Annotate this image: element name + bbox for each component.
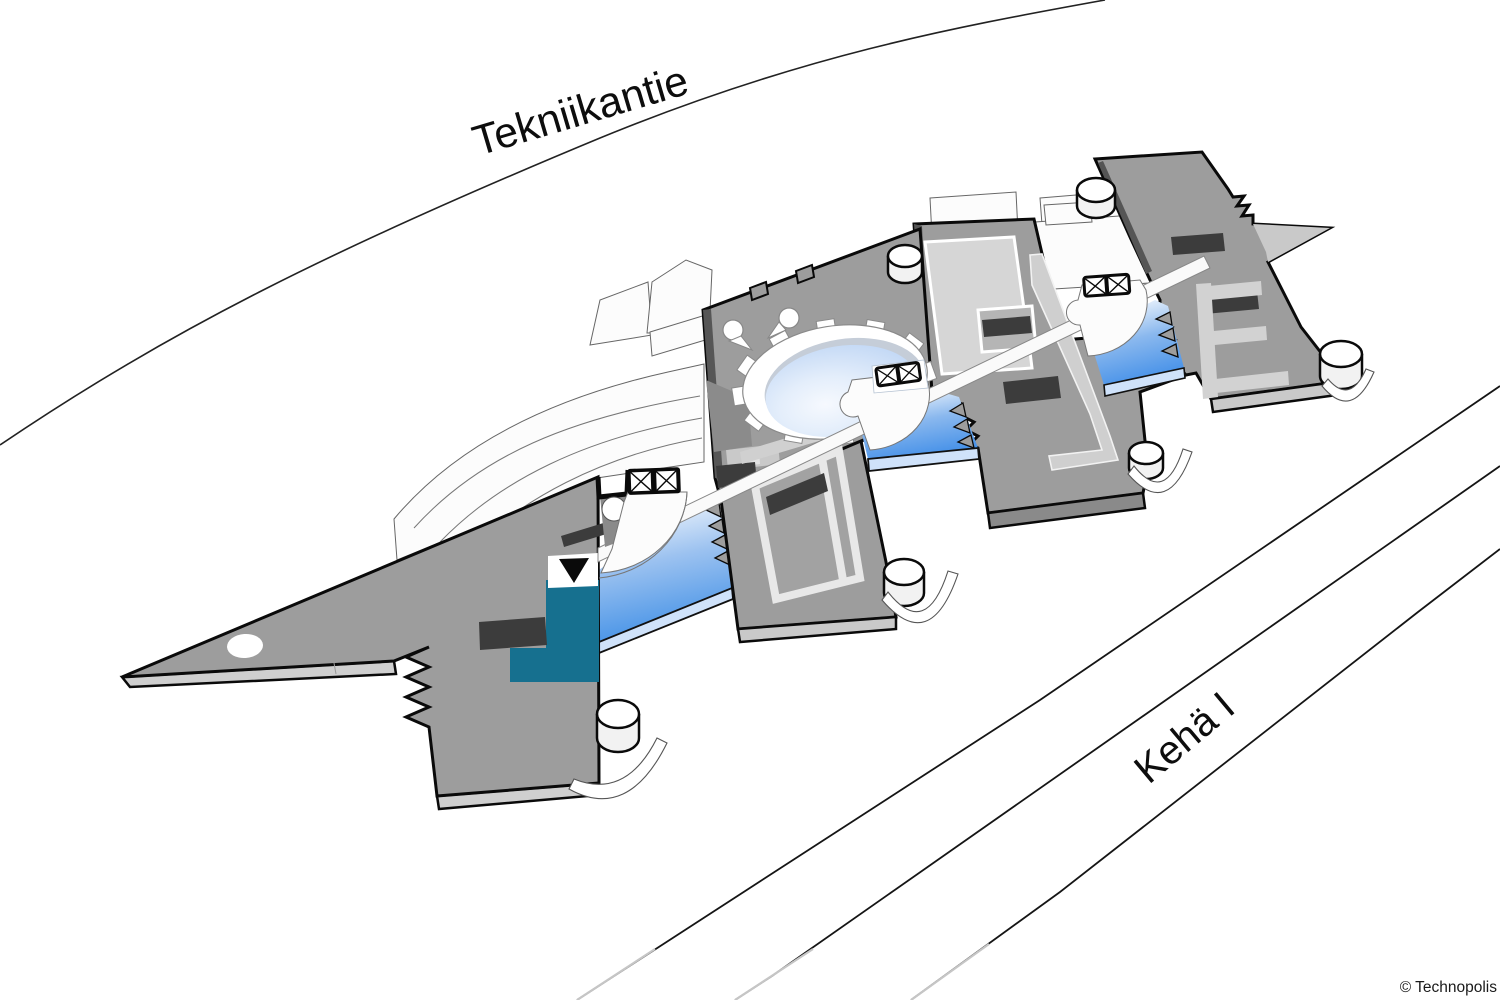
svg-text:© Technopolis: © Technopolis bbox=[1400, 979, 1498, 996]
